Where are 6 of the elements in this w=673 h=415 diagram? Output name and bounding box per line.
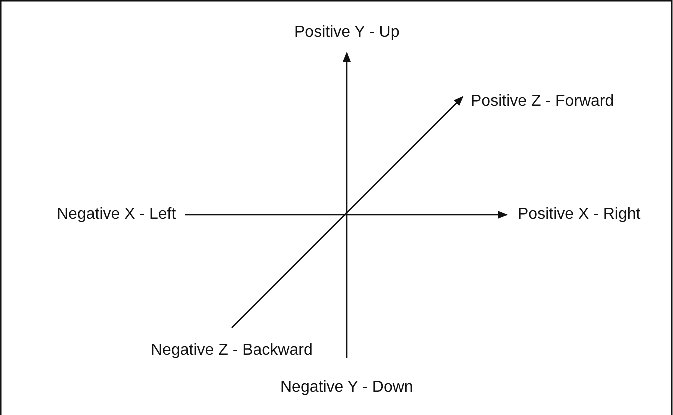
axis-label: Positive Y - Up (294, 23, 400, 43)
axis-label: Negative Z - Backward (151, 341, 313, 361)
axis-label: Negative Y - Down (280, 378, 414, 398)
axis-label: Positive X - Right (518, 205, 641, 225)
axis-label: Negative X - Left (57, 205, 176, 225)
axis-label: Positive Z - Forward (471, 92, 614, 112)
